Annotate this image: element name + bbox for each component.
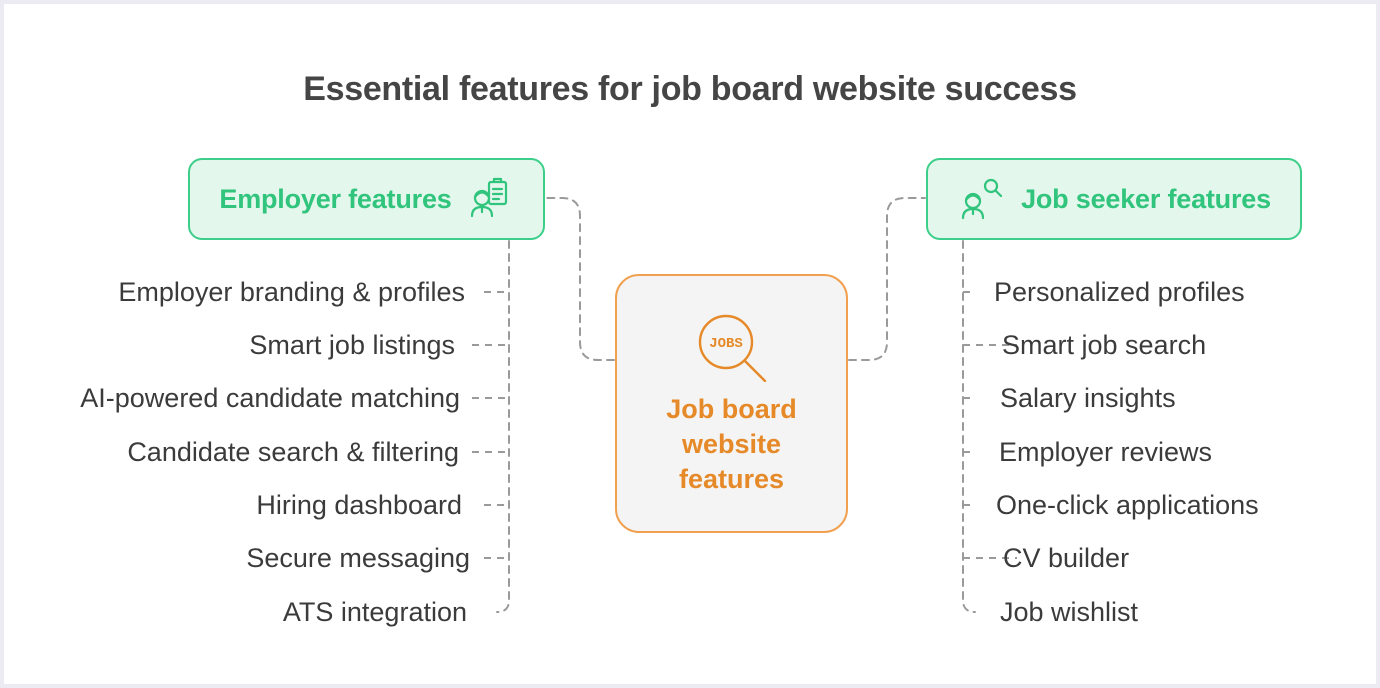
seeker-spine bbox=[962, 240, 976, 613]
employer-clipboard-icon bbox=[470, 177, 507, 218]
jobs-magnifier-icon: JOBS bbox=[698, 314, 767, 382]
employer-feature-item: Hiring dashboard bbox=[256, 490, 462, 520]
seeker-feature-item: Job wishlist bbox=[1000, 597, 1139, 627]
center-node: JOBS Job board website features bbox=[615, 274, 848, 533]
center-title-line-2: website bbox=[681, 429, 782, 459]
seeker-feature-item: Smart job search bbox=[1002, 330, 1207, 360]
employer-feature-item: Secure messaging bbox=[246, 543, 470, 573]
employer-feature-item: ATS integration bbox=[282, 597, 467, 627]
center-title-line-3: features bbox=[678, 464, 785, 494]
seeker-feature-item: One-click applications bbox=[996, 490, 1259, 520]
connector-center-seeker bbox=[848, 197, 926, 361]
seeker-feature-item: Personalized profiles bbox=[994, 277, 1245, 307]
center-title: Job board website features bbox=[617, 392, 846, 497]
job-seeker-features-label: Job seeker features bbox=[1021, 183, 1271, 214]
connector-center-employer bbox=[545, 197, 615, 361]
employer-spine bbox=[496, 240, 510, 613]
employer-features-label: Employer features bbox=[219, 183, 452, 214]
seeker-feature-item: Salary insights bbox=[1000, 383, 1176, 413]
jobs-icon-text: JOBS bbox=[709, 336, 743, 352]
job-seeker-features-header: Job seeker features bbox=[926, 158, 1302, 240]
employer-features-header: Employer features bbox=[188, 158, 545, 240]
center-title-line-1: Job board bbox=[666, 394, 797, 424]
seeker-search-icon bbox=[961, 178, 1003, 220]
employer-feature-item: Candidate search & filtering bbox=[127, 437, 459, 467]
seeker-feature-item: Employer reviews bbox=[999, 437, 1213, 467]
employer-feature-item: Smart job listings bbox=[249, 330, 455, 360]
seeker-feature-item: CV builder bbox=[1003, 543, 1130, 573]
employer-feature-item: AI-powered candidate matching bbox=[80, 383, 460, 413]
diagram-title: Essential features for job board website… bbox=[303, 70, 1077, 108]
employer-feature-item: Employer branding & profiles bbox=[118, 277, 465, 307]
